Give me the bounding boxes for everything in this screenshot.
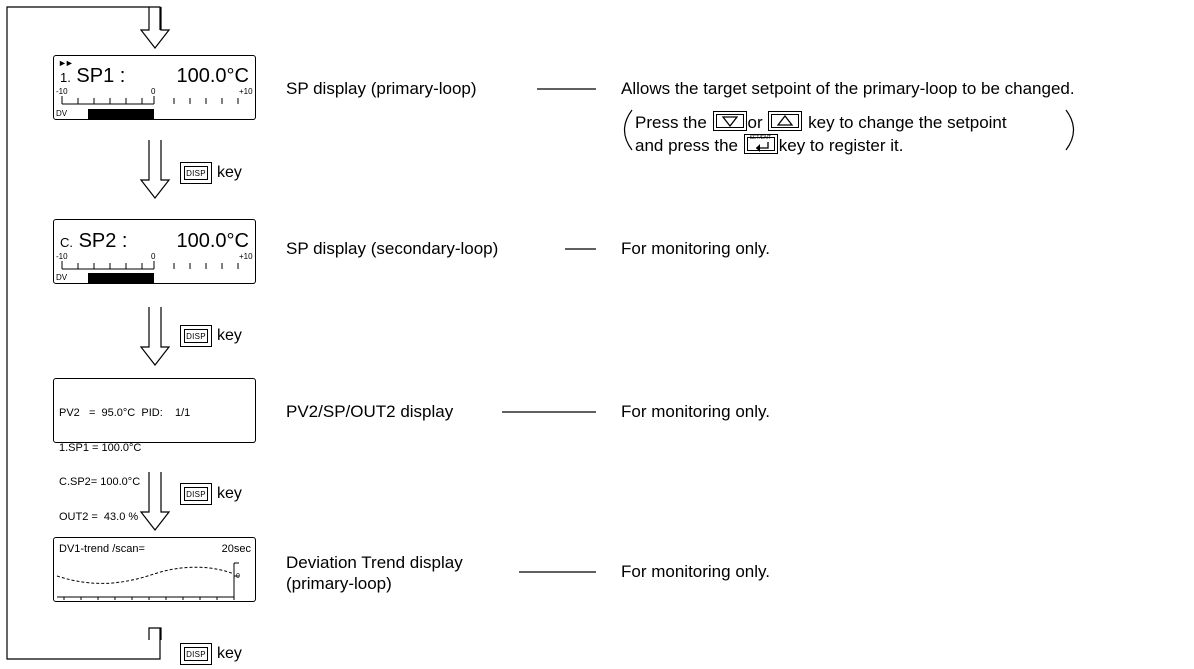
return-loop-line — [6, 6, 161, 660]
pv2-line: PV2 = 95.0°C PID: 1/1 — [59, 407, 191, 419]
screen-3-desc: For monitoring only. — [621, 402, 770, 421]
key-label: key — [217, 164, 242, 181]
key-label: key — [217, 485, 242, 502]
trend-title: DV1-trend /scan= — [59, 543, 145, 555]
trend-scan: 20sec — [221, 543, 251, 555]
scale-right: +10 — [239, 252, 253, 261]
sp-value: 100.0°C — [176, 230, 250, 252]
arrow-return-stub — [148, 627, 162, 640]
arrow-1-2 — [139, 140, 171, 199]
disp-key-icon[interactable]: DISP — [180, 162, 212, 184]
screen-2-desc: For monitoring only. — [621, 239, 770, 258]
key-label: key — [217, 327, 242, 344]
dv-label: DV — [56, 109, 68, 118]
screen-4-desc: For monitoring only. — [621, 562, 770, 581]
down-key-icon[interactable] — [712, 111, 747, 131]
mode-indicator-icon: ►► — [58, 58, 74, 68]
paren-right — [1065, 109, 1075, 151]
paren-left — [623, 109, 633, 151]
deviation-bar — [61, 261, 239, 284]
disp-key-4[interactable]: DISP key — [180, 643, 242, 665]
key-label: key — [217, 645, 242, 662]
trend-plot — [56, 562, 239, 600]
set-ent-key-icon[interactable]: SET/ENT — [743, 134, 778, 154]
disp-key-2[interactable]: DISP key — [180, 325, 242, 347]
trend-curve — [56, 566, 235, 584]
disp-key-1[interactable]: DISP key — [180, 162, 242, 184]
dv-label: DV — [56, 273, 68, 282]
lcd-sp-primary: ►► 1. SP1 : 100.0°C -10 0 +10 DV — [53, 55, 256, 120]
sp2-line: C.SP2= 100.0°C — [59, 476, 141, 488]
screen-1-label: SP display (primary-loop) — [286, 79, 477, 98]
lcd-sp-secondary: C. SP2 : 100.0°C -10 0 +10 DV — [53, 219, 256, 284]
arrow-2-3 — [139, 307, 171, 366]
screen-2-label: SP display (secondary-loop) — [286, 239, 499, 258]
sp-value: 100.0°C — [176, 65, 250, 87]
loop-prefix: C. — [60, 235, 73, 250]
scale-left: -10 — [56, 87, 68, 96]
scale-right: +10 — [239, 87, 253, 96]
sp-name: SP2 : — [78, 230, 128, 252]
scale-mid: 0 — [151, 252, 156, 261]
disp-key-icon[interactable]: DISP — [180, 483, 212, 505]
note-line-2: and press the SET/ENT key to register it… — [635, 134, 904, 155]
deviation-bar — [61, 96, 239, 120]
disp-key-3[interactable]: DISP key — [180, 483, 242, 505]
disp-key-icon[interactable]: DISP — [180, 643, 212, 665]
sp1-line: 1.SP1 = 100.0°C — [59, 441, 142, 454]
lcd-deviation-trend: DV1-trend /scan= 20sec 0 — [53, 537, 256, 602]
deviation-fill — [88, 109, 154, 120]
arrow-3-4 — [139, 472, 171, 531]
screen-4-label: Deviation Trend display (primary-loop) — [286, 553, 463, 593]
loop-prefix: 1. — [60, 70, 71, 85]
deviation-fill — [88, 273, 154, 284]
note-line-1: Press the or key to change the setpoint — [635, 111, 1007, 132]
scale-mid: 0 — [151, 87, 156, 96]
scale-left: -10 — [56, 252, 68, 261]
out2-line: OUT2 = 43.0 % — [59, 510, 139, 523]
disp-key-icon[interactable]: DISP — [180, 325, 212, 347]
screen-1-desc: Allows the target setpoint of the primar… — [621, 79, 1075, 98]
up-key-icon[interactable] — [768, 111, 803, 131]
lcd-pv2-sp-out2: PV2 = 95.0°C PID: 1/1 1.SP1 = 100.0°C C.… — [53, 378, 256, 522]
arrow-into-screen-1 — [139, 7, 171, 49]
screen-3-label: PV2/SP/OUT2 display — [286, 402, 454, 421]
sp-name: SP1 : — [76, 65, 126, 87]
